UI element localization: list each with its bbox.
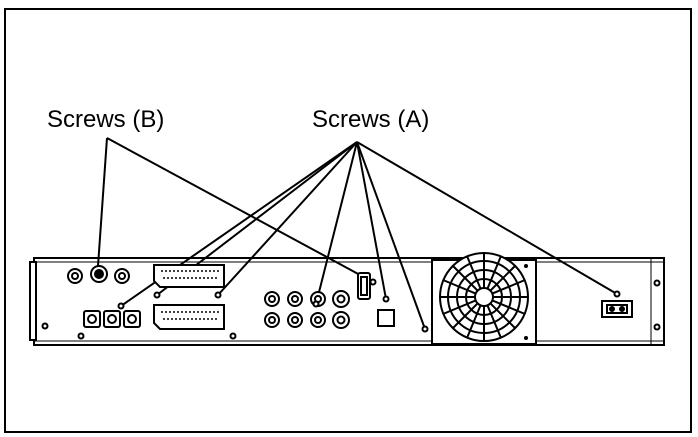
label-screws-a: Screws (A) (312, 106, 430, 133)
rca-jack-icon (264, 291, 326, 328)
antenna-jack-icon (90, 265, 108, 283)
hdmi-port-icon (357, 272, 371, 300)
screw-icon (41, 278, 661, 340)
s-video-jack-icon (332, 290, 350, 329)
scart-connector-icon (153, 264, 225, 330)
scart-pins (161, 270, 219, 320)
optical-port-icon (377, 309, 395, 327)
rca-jack-icon (67, 268, 130, 284)
power-inlet-icon (601, 300, 633, 318)
fan-grille-icon (431, 252, 537, 345)
label-screws-b: Screws (B) (47, 106, 165, 133)
diagram-frame (4, 8, 692, 433)
rca-jack-icon (83, 310, 141, 328)
